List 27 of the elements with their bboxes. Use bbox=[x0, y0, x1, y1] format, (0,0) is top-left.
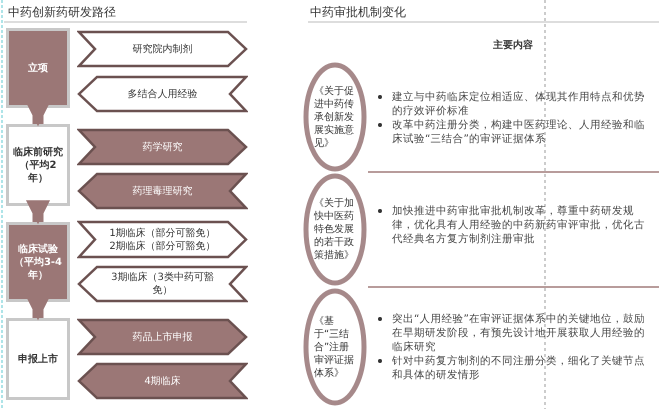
bullet-text: 建立与中药临床定位相适应、体现其作用特点和优势的疗效评价标准 bbox=[392, 91, 645, 117]
bullet-text: 针对中药复方制剂的不同注册分类，细化了关键节点和具体的研发情形 bbox=[392, 355, 645, 381]
column-header: 主要内容 bbox=[493, 38, 533, 52]
arrow bbox=[26, 102, 50, 126]
arrow bbox=[26, 296, 50, 320]
node-label: 药理毒理研究 bbox=[132, 184, 192, 198]
node-label: 1期临床（部分可豁免） bbox=[109, 226, 216, 240]
node-label: 立项 bbox=[27, 62, 49, 74]
node-label: 多结合人用经验 bbox=[128, 88, 198, 100]
node-label: 临床试验（平均3-4年） bbox=[12, 242, 64, 282]
node-label: 研究院内制剂 bbox=[132, 42, 192, 56]
section-title: 中药创新药研发路径 bbox=[8, 4, 116, 21]
section-title: 中药审批机制变化 bbox=[310, 4, 406, 21]
node-label: 药品上市申报 bbox=[132, 330, 192, 344]
node-label: 2期临床（部分可豁免） bbox=[109, 240, 216, 252]
node-label: 《关于加快中医药特色发展的若干政策措施》 bbox=[314, 197, 355, 262]
bullet-text: 改革中药注册分类，构建中医药理论、人用经验和临床试验“三结合”的审评证据体系 bbox=[392, 119, 645, 145]
node-label: 《关于促进中药传承创新发展实施意见》 bbox=[314, 84, 355, 150]
node-label: 4期临床 bbox=[144, 374, 181, 388]
node-label: 3期临床（3类中药可豁免） bbox=[110, 271, 215, 297]
node-label: 药学研究 bbox=[142, 140, 182, 154]
node-label: 申报上市 bbox=[17, 352, 59, 366]
bullet-text: 加快推进中药审批审批机制改革，尊重中药研发规律，优化具有人用经验的中药新药审评审批，优化古代经典名方复方制剂注册审批 bbox=[392, 205, 645, 245]
node-label: 《基于“三结合”注册审评证据体系》 bbox=[314, 314, 355, 380]
bullet-text: 突出“人用经验”在审评证据体系中的关键地位，鼓励在早期研发阶段，有预先设计地开展获取人用经验的临床研究 bbox=[392, 313, 645, 353]
arrow bbox=[26, 200, 50, 224]
node-label: 临床前研究（平均2年） bbox=[12, 146, 64, 184]
